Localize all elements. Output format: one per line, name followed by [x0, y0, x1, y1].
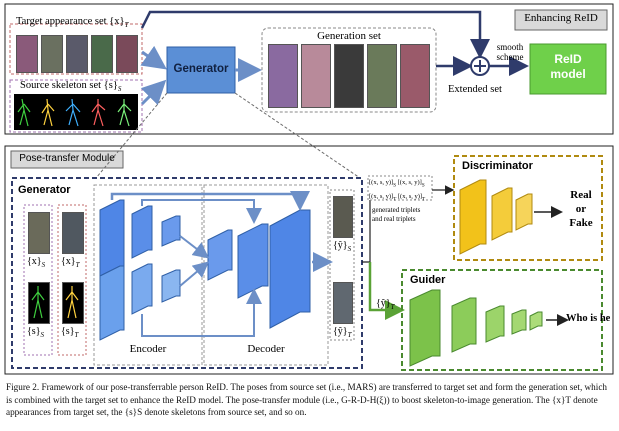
- input-st-skeleton: [62, 282, 84, 324]
- reid-model-box: [529, 43, 607, 95]
- decoder-label: Decoder: [247, 343, 285, 355]
- generation-photo-5: [400, 44, 430, 108]
- input-xt-photo: [62, 212, 84, 254]
- figure-caption: Figure 2. Framework of our pose-transfer…: [6, 382, 608, 417]
- skeleton-figures: [17, 98, 132, 127]
- enhancing-reid-label: Enhancing ReID: [524, 12, 598, 24]
- input-xs-photo: [28, 212, 50, 254]
- guider-frame: [401, 269, 603, 371]
- extended-set-label: Extended set: [448, 84, 502, 95]
- triplets-box: [367, 175, 433, 201]
- top-panel-frame: [4, 3, 614, 135]
- generator-frame: [11, 177, 363, 369]
- bottom-generator-label: Generator: [18, 184, 71, 196]
- module-label: Pose-transfer Module: [19, 153, 115, 164]
- top-generator-label: Generator: [173, 63, 229, 75]
- output-ys-photo: [333, 196, 353, 238]
- module-label-box: [10, 150, 124, 169]
- discriminator-frame: [453, 155, 603, 261]
- encoder-lower-blocks: [99, 263, 181, 341]
- label-yhat-t: {ŷ}T: [333, 326, 352, 339]
- enhancing-reid-box: [514, 9, 608, 31]
- generation-photo-4: [367, 44, 397, 108]
- bottom-panel-frame: [4, 145, 614, 375]
- smooth-scheme-label: smooth scheme: [496, 42, 524, 62]
- source-set-label: Source skeleton set {s}S: [20, 80, 122, 94]
- decoder-blocks: [207, 209, 311, 329]
- output-yt-photo: [333, 282, 353, 324]
- label-x-s: {x}S: [27, 256, 46, 269]
- target-photo-3: [66, 35, 88, 73]
- label-yhat-t-arrow: {ŷ}T: [376, 298, 395, 311]
- generation-photo-2: [301, 44, 331, 108]
- label-s-s: {s}S: [27, 326, 44, 339]
- generation-set-frame: [261, 27, 437, 113]
- label-s-t: {s}T: [61, 326, 79, 339]
- input-ss-skeleton: [28, 282, 50, 324]
- real-or-fake-label: Real or Fake: [569, 189, 593, 229]
- target-photo-1: [16, 35, 38, 73]
- generation-photo-3: [334, 44, 364, 108]
- who-is-he-label: Who is he: [566, 313, 611, 324]
- triplets-text: [(x, s, y)]S [(x, s, y)]S [(x, s, y)]T […: [369, 179, 426, 203]
- label-yhat-s: {ŷ}S: [333, 240, 352, 253]
- generated-triplets-label: generated triplets and real triplets: [372, 206, 421, 223]
- discriminator-blocks: [459, 179, 533, 255]
- target-photo-4: [91, 35, 113, 73]
- guider-label: Guider: [410, 274, 446, 286]
- generation-set-label: Generation set: [317, 30, 381, 42]
- encoder-label: Encoder: [129, 343, 167, 355]
- target-photo-2: [41, 35, 63, 73]
- discriminator-label: Discriminator: [462, 160, 533, 172]
- reid-model-label: ReID model: [550, 52, 586, 81]
- encoder-upper-blocks: [99, 199, 181, 277]
- target-set-label: Target appearance set {x}T: [16, 16, 129, 30]
- guider-blocks: [409, 289, 543, 367]
- source-set-frame: [9, 79, 143, 133]
- generation-photo-1: [268, 44, 298, 108]
- label-x-t: {x}T: [61, 256, 80, 269]
- skeleton-strip: [14, 94, 138, 130]
- target-photo-5: [116, 35, 138, 73]
